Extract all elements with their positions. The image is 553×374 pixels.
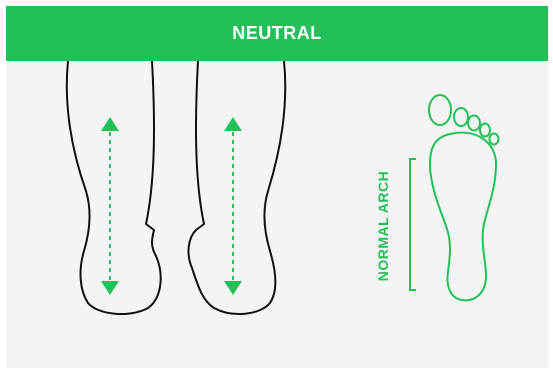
right-leg-arrow-down-icon — [224, 281, 242, 295]
right-leg-outline — [189, 61, 286, 314]
arch-label: NORMAL ARCH — [375, 171, 391, 282]
big-toe — [429, 95, 451, 125]
legs-and-foot-illustration: NORMAL ARCH — [6, 6, 548, 368]
second-toe — [454, 108, 468, 126]
left-leg-arrow-down-icon — [101, 281, 119, 295]
footprint-icon — [429, 95, 499, 300]
left-leg-outline — [67, 61, 161, 314]
arch-bracket — [410, 159, 416, 290]
left-leg-arrow-up-icon — [101, 117, 119, 131]
right-leg — [189, 61, 286, 314]
neutral-diagram: NEUTRAL NORMAL ARCH — [6, 6, 548, 368]
footprint-sole — [430, 133, 496, 301]
arch-indicator: NORMAL ARCH — [375, 159, 416, 290]
fourth-toe — [480, 124, 490, 137]
left-leg — [67, 61, 161, 314]
little-toe — [490, 134, 499, 145]
third-toe — [468, 116, 480, 131]
right-leg-arrow-up-icon — [224, 117, 242, 131]
